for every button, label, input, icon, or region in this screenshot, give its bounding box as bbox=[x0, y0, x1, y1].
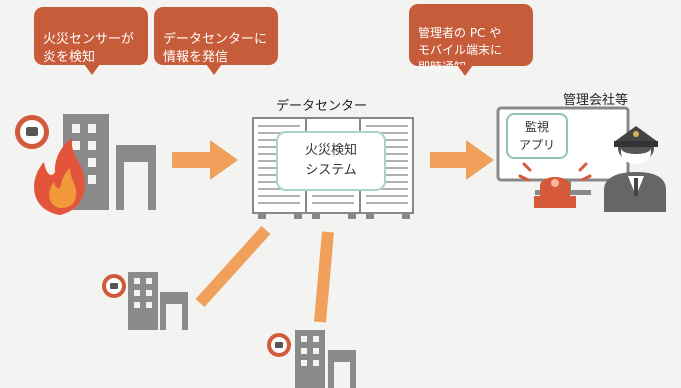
sensor-icon bbox=[15, 115, 49, 149]
data-center-notify-bubble-text: データセンターに 情報を発信 bbox=[163, 32, 268, 65]
building-icon bbox=[102, 272, 188, 330]
data-center-label: データセンター bbox=[276, 99, 368, 114]
fire-sensor-bubble-text: 火災センサーが 炎を検知 bbox=[43, 32, 135, 65]
data-center-notify-bubble: データセンターに 情報を発信 bbox=[154, 7, 278, 75]
admin-notify-bubble-text: 管理者の PC や モバイル端末に 即時通知 bbox=[418, 26, 503, 74]
fire-detection-system-box: 火災検知 システム bbox=[276, 131, 386, 191]
monitoring-app-box: 監視 アプリ bbox=[506, 113, 568, 159]
building-icon bbox=[267, 330, 356, 388]
arrow-icon bbox=[430, 140, 494, 180]
arrow-icon bbox=[172, 140, 238, 180]
connector-lower-mid bbox=[314, 231, 334, 323]
admin-notify-bubble: 管理者の PC や モバイル端末に 即時通知 bbox=[409, 4, 533, 76]
security-guard-icon bbox=[604, 126, 666, 212]
alarm-light-icon bbox=[518, 162, 592, 208]
fire-icon bbox=[34, 138, 86, 215]
management-company-label: 管理会社等 bbox=[563, 93, 629, 108]
building-icon bbox=[63, 114, 156, 210]
connector-lower-left bbox=[195, 225, 271, 308]
fire-sensor-bubble: 火災センサーが 炎を検知 bbox=[34, 7, 148, 75]
